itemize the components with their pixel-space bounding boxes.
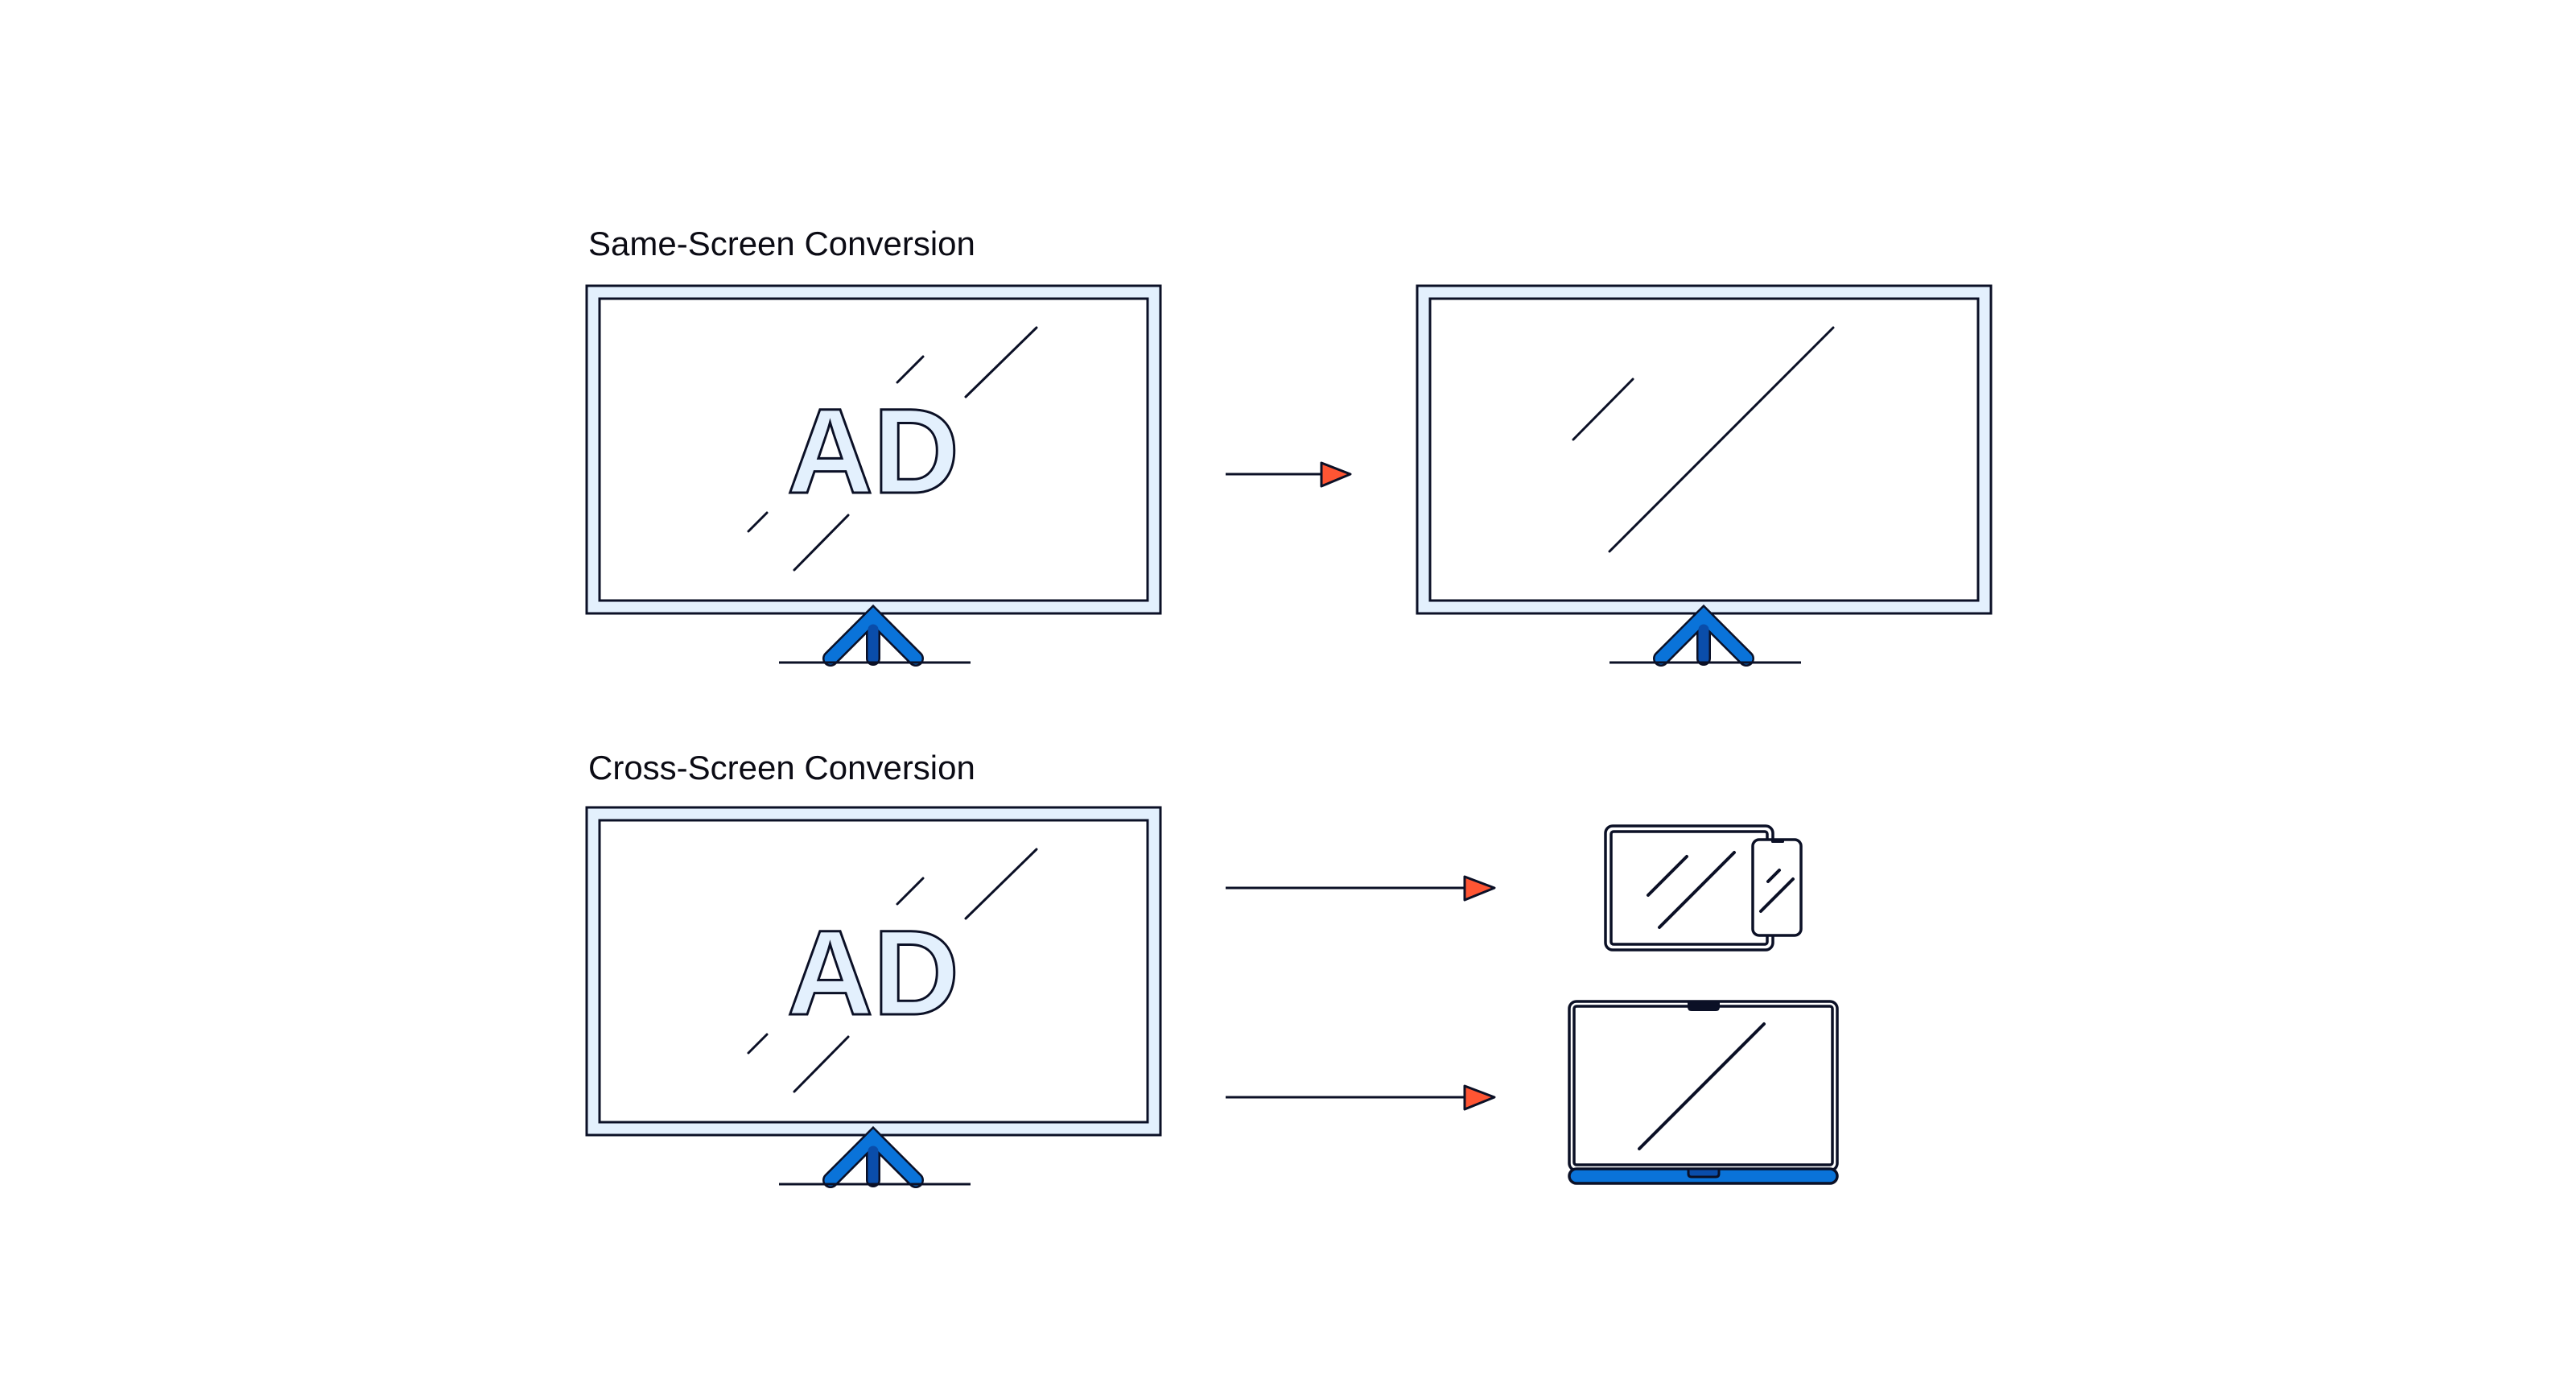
laptop-trackpad-notch <box>1687 1167 1721 1179</box>
tv-stand <box>1609 604 1801 667</box>
screen-glare-line <box>1658 851 1736 929</box>
screen-glare-line <box>1608 326 1835 553</box>
tablet-and-phone-group <box>1604 824 1803 952</box>
smartphone-icon <box>1751 838 1803 937</box>
tv-screen <box>598 297 1149 602</box>
screen-glare-line <box>793 1035 850 1093</box>
tv-monitor-icon: AD <box>585 284 1162 667</box>
section-title-cross-screen: Cross-Screen Conversion <box>588 749 975 786</box>
ad-label: AD <box>787 383 959 518</box>
tablet-icon <box>1604 824 1774 952</box>
tv-monitor-icon <box>1416 284 1993 667</box>
section-title-same-screen: Same-Screen Conversion <box>588 225 975 262</box>
screen-glare-line <box>793 514 850 572</box>
screen-glare-line <box>964 848 1038 920</box>
arrow-right-icon <box>1226 875 1496 902</box>
ad-label: AD <box>787 905 959 1040</box>
screen-glare-line <box>896 877 925 906</box>
tv-screen <box>598 819 1149 1124</box>
screen-glare-line <box>964 326 1038 398</box>
laptop-camera-notch <box>1688 1001 1720 1011</box>
arrow-right-icon <box>1226 1084 1496 1111</box>
tv-monitor-icon: AD <box>585 806 1162 1188</box>
section-same-screen: Same-Screen Conversion AD <box>585 225 1993 667</box>
screen-glare-line <box>896 355 925 384</box>
screen-glare-line <box>747 1033 769 1055</box>
screen-glare-line <box>1759 877 1795 913</box>
section-cross-screen: Cross-Screen Conversion AD <box>585 749 1839 1188</box>
laptop-icon <box>1568 1000 1839 1185</box>
tv-stand <box>779 604 971 667</box>
screen-glare-line <box>1638 1022 1766 1150</box>
screen-glare-line <box>1572 378 1634 441</box>
screen-glare-line <box>1647 855 1688 897</box>
screen-glare-line <box>1766 869 1781 883</box>
tv-screen <box>1428 297 1980 602</box>
tv-stand <box>779 1125 971 1188</box>
screen-glare-line <box>747 511 769 533</box>
arrow-right-icon <box>1226 461 1352 488</box>
